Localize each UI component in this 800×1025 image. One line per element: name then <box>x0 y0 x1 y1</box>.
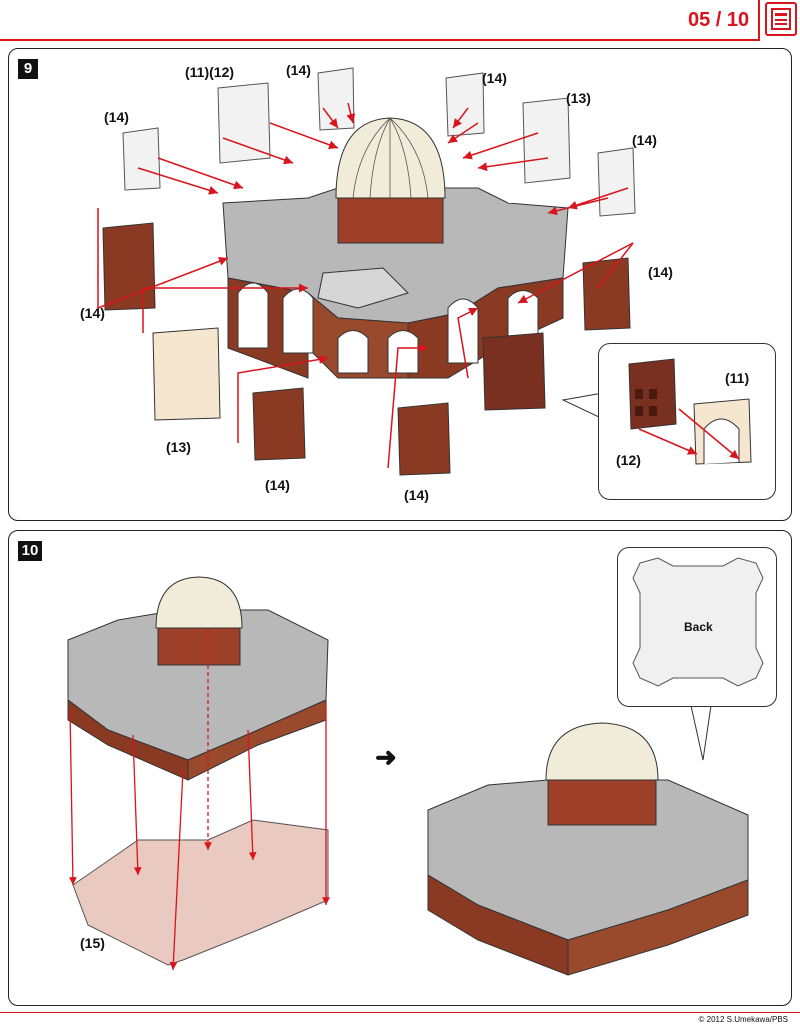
label-part-13-top: (13) <box>566 90 591 106</box>
step-9-illustration <box>97 67 636 476</box>
step-10-panel <box>8 530 792 1006</box>
label-part-13-bottom: (13) <box>166 439 191 455</box>
building-roof <box>222 187 569 324</box>
label-part-14-left: (14) <box>80 305 105 321</box>
header-divider <box>0 39 760 41</box>
label-part-14-c: (14) <box>104 109 129 125</box>
label-part-14-b: (14) <box>482 70 507 86</box>
back-callout: Back <box>617 547 777 707</box>
label-part-15: (15) <box>80 935 105 951</box>
label-part-12: (12) <box>616 452 641 468</box>
back-label: Back <box>684 620 713 634</box>
label-part-14-d: (14) <box>632 132 657 148</box>
document-icon[interactable] <box>765 2 797 36</box>
label-part-11-12: (11)(12) <box>185 64 235 80</box>
step-9-panel <box>8 48 792 521</box>
label-part-14-a: (14) <box>286 62 311 78</box>
label-part-11: (11) <box>725 370 750 386</box>
footer-divider <box>0 1012 800 1013</box>
header-separator <box>758 0 760 40</box>
step-9-number: 9 <box>18 59 38 79</box>
label-part-14-e: (14) <box>265 477 290 493</box>
copyright-text: © 2012 S.Umekawa/PBS <box>698 1015 789 1024</box>
detail-callout <box>598 343 776 500</box>
label-part-14-right: (14) <box>648 264 673 280</box>
label-part-14-f: (14) <box>404 487 429 503</box>
page-number: 05 / 10 <box>688 9 750 31</box>
step-10-number: 10 <box>18 541 42 561</box>
next-arrow-icon: ➜ <box>375 742 397 772</box>
step-10-illustration <box>67 576 749 976</box>
